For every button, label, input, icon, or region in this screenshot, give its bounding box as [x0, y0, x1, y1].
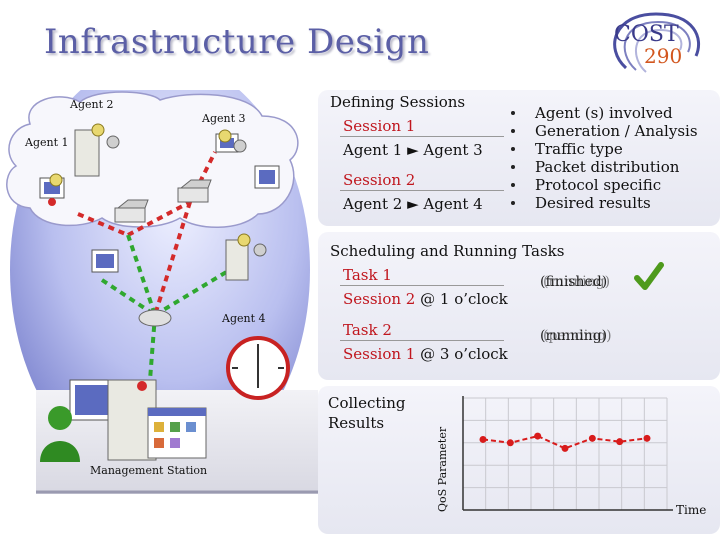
x-axis-label: Time [676, 503, 707, 517]
network-diagram [6, 90, 318, 494]
session-1-name: Session 1 [343, 117, 416, 135]
workstation-3 [91, 249, 119, 273]
tasks-panel [318, 232, 720, 380]
bullet-icon [511, 111, 515, 115]
task-2-label[interactable]: Task 2 [343, 321, 392, 339]
agent-4-label: Agent 4 [222, 312, 266, 325]
task-1-session: Session 2 [343, 290, 416, 308]
check-icon [634, 262, 664, 290]
agent-4-node [225, 233, 267, 281]
data-point [643, 434, 651, 442]
qos-axis-label: QoS Parameter [436, 426, 449, 512]
cloud [6, 91, 299, 228]
session-2-name: Session 2 [343, 171, 416, 189]
session-2-divider [340, 190, 504, 191]
bullet-icon [511, 201, 515, 205]
data-point [534, 432, 542, 440]
cost-logo [613, 12, 701, 73]
workstation-2 [254, 165, 280, 189]
y-axis-label: QoS Parameter [436, 426, 449, 512]
agent-3-label: Agent 3 [202, 112, 246, 125]
agent-1-label: Agent 1 [25, 136, 69, 149]
task-1-divider [340, 285, 504, 286]
list-item: Desired results [505, 194, 698, 212]
session-2-agents: Agent 2 ► Agent 4 [343, 195, 483, 213]
router-2 [177, 179, 212, 203]
bullet-icon [511, 165, 515, 169]
list-item: Packet distribution [505, 158, 698, 176]
hub [138, 309, 172, 327]
task-2-divider [340, 340, 504, 341]
bullet-icon [511, 183, 515, 187]
session-2-label[interactable]: Session 2 [343, 171, 415, 189]
results-heading-line2: Results [328, 414, 385, 432]
bullet-icon [511, 129, 515, 133]
data-point [479, 435, 487, 443]
agent-2-label: Agent 2 [70, 98, 114, 111]
list-item: Agent (s) involved [505, 104, 698, 122]
data-point [588, 434, 596, 442]
sessions-panel [318, 90, 720, 226]
bullet-icon [511, 147, 515, 151]
data-point [506, 439, 514, 447]
clock [226, 336, 290, 400]
task-2-schedule: Session 1 @ 3 o’clock [343, 345, 508, 363]
task-1-schedule: Session 2 @ 1 o’clock [343, 290, 508, 308]
session-attributes-list: Agent (s) involved Generation / Analysis… [505, 104, 698, 212]
qos-chart [462, 396, 673, 511]
session-1-divider [340, 136, 504, 137]
workstation-1 [39, 173, 65, 206]
session-1-label[interactable]: Session 1 [343, 117, 415, 135]
management-station-label: Management Station [90, 464, 208, 477]
task-1-label[interactable]: Task 1 [343, 266, 392, 284]
results-heading-line1: Collecting [328, 394, 406, 412]
data-point [616, 438, 624, 446]
list-item: Protocol specific [505, 176, 698, 194]
management-station [40, 379, 207, 462]
agent-1-node [74, 123, 120, 177]
sessions-heading: Defining Sessions [330, 93, 466, 111]
page-title: Infrastructure Design [44, 22, 430, 62]
list-item: Traffic type [505, 140, 698, 158]
agent-3-node [215, 129, 247, 153]
data-point [561, 444, 569, 452]
logo-number: 290 [644, 44, 683, 68]
session-1-agents: Agent 1 ► Agent 3 [343, 141, 483, 159]
task-2-session: Session 1 [343, 345, 416, 363]
logo-text: COST [614, 22, 679, 47]
list-item: Generation / Analysis [505, 122, 698, 140]
router-1 [114, 199, 149, 223]
tasks-heading: Scheduling and Running Tasks [330, 242, 565, 260]
